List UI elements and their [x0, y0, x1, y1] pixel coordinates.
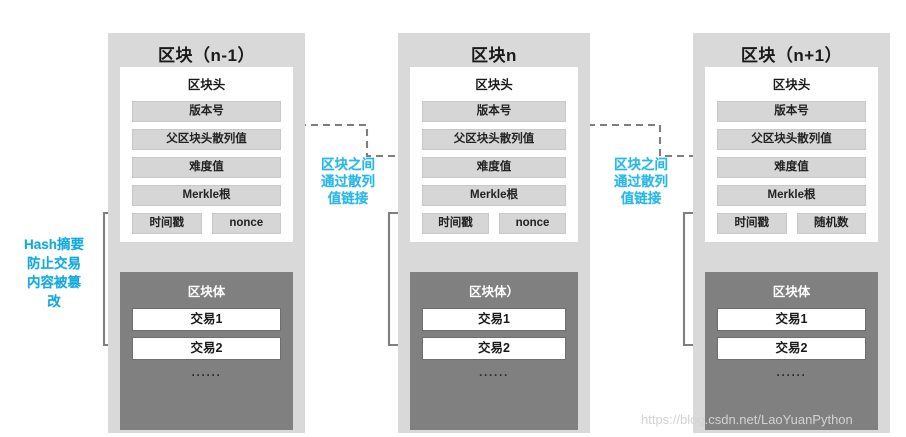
block-body-title: 区块体: [187, 285, 226, 299]
field-nonce: nonce: [211, 213, 281, 234]
field-difficulty: 难度值: [717, 157, 866, 178]
block-body: 区块体） 交易1 交易2 ······: [410, 272, 578, 430]
block-header-title: 区块头: [187, 78, 226, 92]
block-n[interactable]: 区块n 区块头 版本号 父区块头散列值 难度值 Merkle根 时间戳 nonc…: [398, 33, 590, 433]
field-row: 时间戳 随机数: [717, 213, 866, 234]
annotation-link-note-2: 区块之间 通过散列 值链接: [598, 156, 684, 207]
annotation-line: 防止交易: [27, 256, 81, 271]
annotation-link-note-1: 区块之间 通过散列 值链接: [305, 156, 391, 207]
annotation-line: 区块之间: [321, 157, 375, 172]
field-difficulty: 难度值: [132, 157, 281, 178]
field-difficulty: 难度值: [422, 157, 566, 178]
transaction-item: 交易1: [132, 308, 281, 331]
transaction-item: 交易1: [422, 308, 566, 331]
block-header: 区块头 版本号 父区块头散列值 难度值 Merkle根 时间戳 随机数: [705, 67, 878, 242]
block-n-plus-1[interactable]: 区块（n+1） 区块头 版本号 父区块头散列值 难度值 Merkle根 时间戳 …: [693, 33, 890, 433]
field-row: 时间戳 nonce: [422, 213, 566, 234]
transaction-ellipsis: ······: [479, 368, 509, 382]
transaction-item: 交易2: [132, 337, 281, 360]
block-n-minus-1[interactable]: 区块（n-1） 区块头 版本号 父区块头散列值 难度值 Merkle根 时间戳 …: [108, 33, 305, 433]
transaction-item: 交易1: [717, 308, 866, 331]
field-merkle-root: Merkle根: [422, 185, 566, 206]
field-merkle-root: Merkle根: [717, 185, 866, 206]
transaction-item: 交易2: [422, 337, 566, 360]
block-body-title: 区块体: [772, 285, 811, 299]
field-nonce: nonce: [499, 213, 566, 234]
field-timestamp: 时间戳: [132, 213, 202, 234]
field-version: 版本号: [132, 101, 281, 122]
annotation-line: 值链接: [620, 191, 662, 206]
block-header-title: 区块头: [772, 78, 811, 92]
field-timestamp: 时间戳: [422, 213, 489, 234]
transaction-ellipsis: ······: [191, 368, 222, 382]
transaction-ellipsis: ······: [776, 368, 807, 382]
block-body: 区块体 交易1 交易2 ······: [705, 272, 878, 430]
field-version: 版本号: [422, 101, 566, 122]
annotation-line: 通过散列: [321, 174, 375, 189]
block-title: 区块n: [471, 46, 517, 65]
field-row: 时间戳 nonce: [132, 213, 281, 234]
field-parent-hash: 父区块头散列值: [132, 129, 281, 150]
annotation-hash-digest: Hash摘要 防止交易 内容被篡 改: [6, 235, 102, 311]
hash-link-1-to-2: [299, 123, 416, 163]
field-parent-hash: 父区块头散列值: [422, 129, 566, 150]
watermark: https://blog.csdn.net/LaoYuanPython: [641, 412, 853, 427]
annotation-line: 改: [47, 294, 61, 309]
block-title: 区块（n-1）: [158, 46, 255, 65]
field-merkle-root: Merkle根: [132, 185, 281, 206]
block-body-title: 区块体）: [468, 285, 519, 299]
block-header: 区块头 版本号 父区块头散列值 难度值 Merkle根 时间戳 nonce: [120, 67, 293, 242]
field-version: 版本号: [717, 101, 866, 122]
annotation-line: Hash摘要: [23, 237, 84, 252]
hash-link-2-to-3: [588, 123, 711, 163]
annotation-line: 区块之间: [614, 157, 668, 172]
annotation-line: 值链接: [327, 191, 369, 206]
annotation-line: 内容被篡: [27, 275, 81, 290]
annotation-line: 通过散列: [614, 174, 668, 189]
field-parent-hash: 父区块头散列值: [717, 129, 866, 150]
block-body: 区块体 交易1 交易2 ······: [120, 272, 293, 430]
block-title: 区块（n+1）: [740, 46, 843, 65]
block-header-title: 区块头: [475, 78, 513, 92]
transaction-item: 交易2: [717, 337, 866, 360]
field-nonce: 随机数: [796, 213, 866, 234]
block-header: 区块头 版本号 父区块头散列值 难度值 Merkle根 时间戳 nonce: [410, 67, 578, 242]
field-timestamp: 时间戳: [717, 213, 787, 234]
